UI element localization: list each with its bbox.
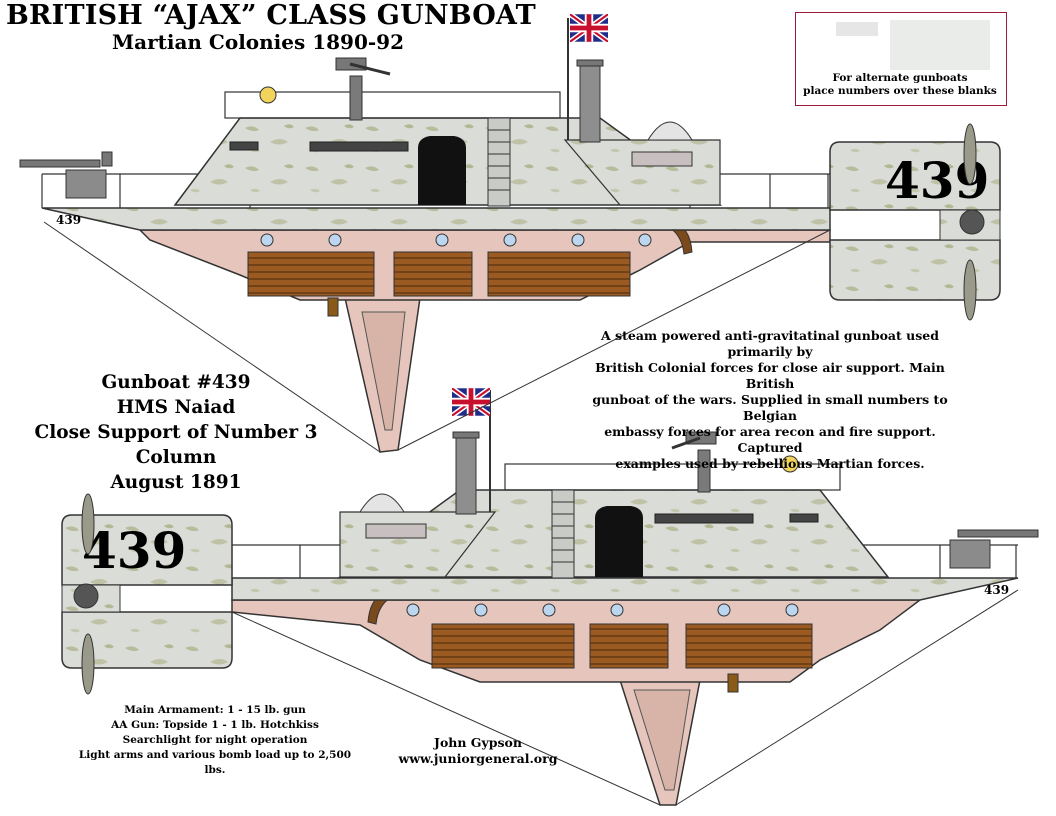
main-deck (231, 577, 1019, 601)
armament-specs: Main Armament: 1 - 15 lb. gun AA Gun: To… (70, 703, 360, 778)
main-gun (949, 539, 991, 569)
fold-lines (43, 221, 1019, 806)
propeller (81, 633, 95, 695)
blank-number-large (890, 20, 990, 70)
porthole (328, 233, 342, 247)
boat-info: Gunboat #439 HMS Naiad Close Support of … (6, 370, 346, 495)
spec-line: Searchlight for night operation (122, 734, 308, 746)
propeller (81, 493, 95, 555)
wood-panel (685, 623, 813, 669)
main-gun (65, 169, 107, 199)
porthole (542, 603, 556, 617)
union-jack-flag (452, 388, 490, 415)
searchlight-dome (359, 493, 405, 513)
roof-railing (504, 463, 841, 491)
description-line: gunboat of the wars. Supplied in small n… (592, 392, 948, 423)
hatch-door (595, 506, 643, 577)
wood-panel (589, 623, 669, 669)
page-title: BRITISH “AJAX” CLASS GUNBOAT (6, 0, 536, 31)
gunboat-top: 439 (19, 14, 1001, 453)
description-line: A steam powered anti-gravitatinal gunboa… (601, 328, 939, 359)
hull-number-small: 439 (56, 213, 81, 227)
alternate-note: For alternate gunboats place numbers ove… (795, 72, 1005, 98)
description-text: A steam powered anti-gravitatinal gunboa… (570, 328, 970, 472)
stern-block (61, 514, 233, 586)
porthole (610, 603, 624, 617)
wood-panel (393, 251, 473, 297)
porthole (406, 603, 420, 617)
hull-number-small: 439 (984, 583, 1009, 597)
boat-date: August 1891 (110, 472, 242, 493)
porthole (260, 233, 274, 247)
wood-panel (247, 251, 375, 297)
funnel (455, 433, 477, 515)
boat-number: Gunboat #439 (101, 372, 251, 393)
roof-railing (224, 91, 561, 119)
lower-hull (231, 599, 923, 683)
boat-name: HMS Naiad (116, 397, 236, 418)
credit: John Gypson www.juniorgeneral.org (378, 735, 578, 767)
hull-number-large: 439 (82, 521, 186, 580)
porthole (785, 603, 799, 617)
description-line: British Colonial forces for close air su… (595, 360, 945, 391)
description-line: examples used by rebellious Martian forc… (615, 456, 925, 471)
hatch-door (418, 136, 466, 205)
page-subtitle: Martian Colonies 1890-92 (112, 30, 405, 54)
searchlight (781, 455, 799, 473)
lower-hull (138, 229, 831, 301)
alternate-note-line: place numbers over these blanks (803, 85, 997, 97)
gunboat-bottom: 439 439 (61, 388, 1039, 806)
boat-role: Close Support of Number 3 Column (34, 422, 318, 468)
blank-number-small (836, 22, 878, 36)
searchlight (259, 86, 277, 104)
searchlight-dome (647, 121, 693, 141)
website-link[interactable]: www.juniorgeneral.org (398, 751, 558, 766)
propeller (963, 259, 977, 321)
porthole (571, 233, 585, 247)
stern-block (829, 141, 1001, 211)
porthole (638, 233, 652, 247)
spec-line: Main Armament: 1 - 15 lb. gun (124, 704, 306, 716)
funnel (579, 61, 601, 143)
alternate-note-line: For alternate gunboats (832, 72, 968, 84)
wood-panel (431, 623, 575, 669)
porthole (503, 233, 517, 247)
porthole (717, 603, 731, 617)
spec-line: Light arms and various bomb load up to 2… (78, 749, 352, 776)
spec-line: AA Gun: Topside 1 - 1 lb. Hotchkiss (111, 719, 319, 731)
porthole (435, 233, 449, 247)
main-deck (41, 207, 831, 231)
propeller (963, 123, 977, 185)
author-name: John Gypson (434, 735, 522, 750)
description-line: embassy forces for area recon and fire s… (604, 424, 936, 455)
wood-panel (487, 251, 631, 297)
union-jack-flag (570, 14, 608, 41)
porthole (474, 603, 488, 617)
